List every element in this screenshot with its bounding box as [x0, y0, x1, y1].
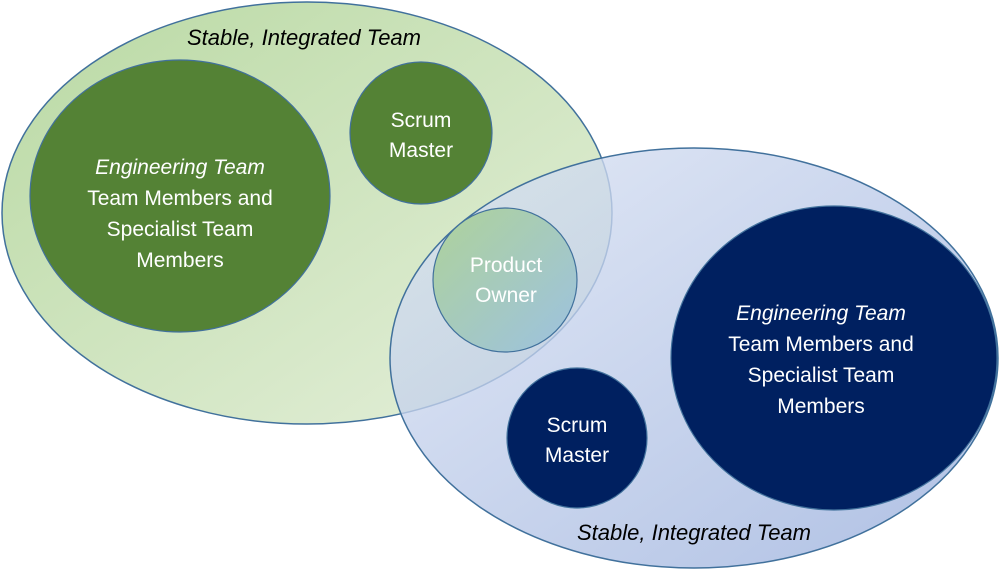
team-b-engineering-heading: Engineering Team	[736, 302, 906, 325]
product-owner-circle	[432, 207, 578, 353]
team-b-scrum-master-circle	[506, 367, 648, 509]
team-b-title: Stable, Integrated Team	[577, 520, 811, 545]
team-b-scrum-master-line2: Master	[545, 444, 609, 467]
product-owner-line1: Product	[470, 254, 543, 277]
team-a-engineering-line3: Specialist Team	[107, 218, 254, 241]
team-b-engineering-line4: Members	[777, 395, 865, 418]
team-a-engineering-line2: Team Members and	[87, 187, 273, 210]
team-a-title: Stable, Integrated Team	[187, 25, 421, 50]
team-a-scrum-master-line1: Scrum	[391, 109, 452, 132]
team-a-scrum-master-circle	[349, 61, 493, 205]
team-a-engineering-circle	[29, 59, 331, 333]
team-a-engineering-heading: Engineering Team	[95, 156, 265, 179]
team-b-scrum-master-line1: Scrum	[547, 414, 608, 437]
team-b-engineering-line2: Team Members and	[728, 333, 914, 356]
product-owner-line2: Owner	[475, 284, 537, 307]
team-a-scrum-master-line2: Master	[389, 139, 453, 162]
team-b-engineering-line3: Specialist Team	[748, 364, 895, 387]
team-a-engineering-line4: Members	[136, 249, 224, 272]
team-b-engineering-circle	[670, 205, 998, 511]
